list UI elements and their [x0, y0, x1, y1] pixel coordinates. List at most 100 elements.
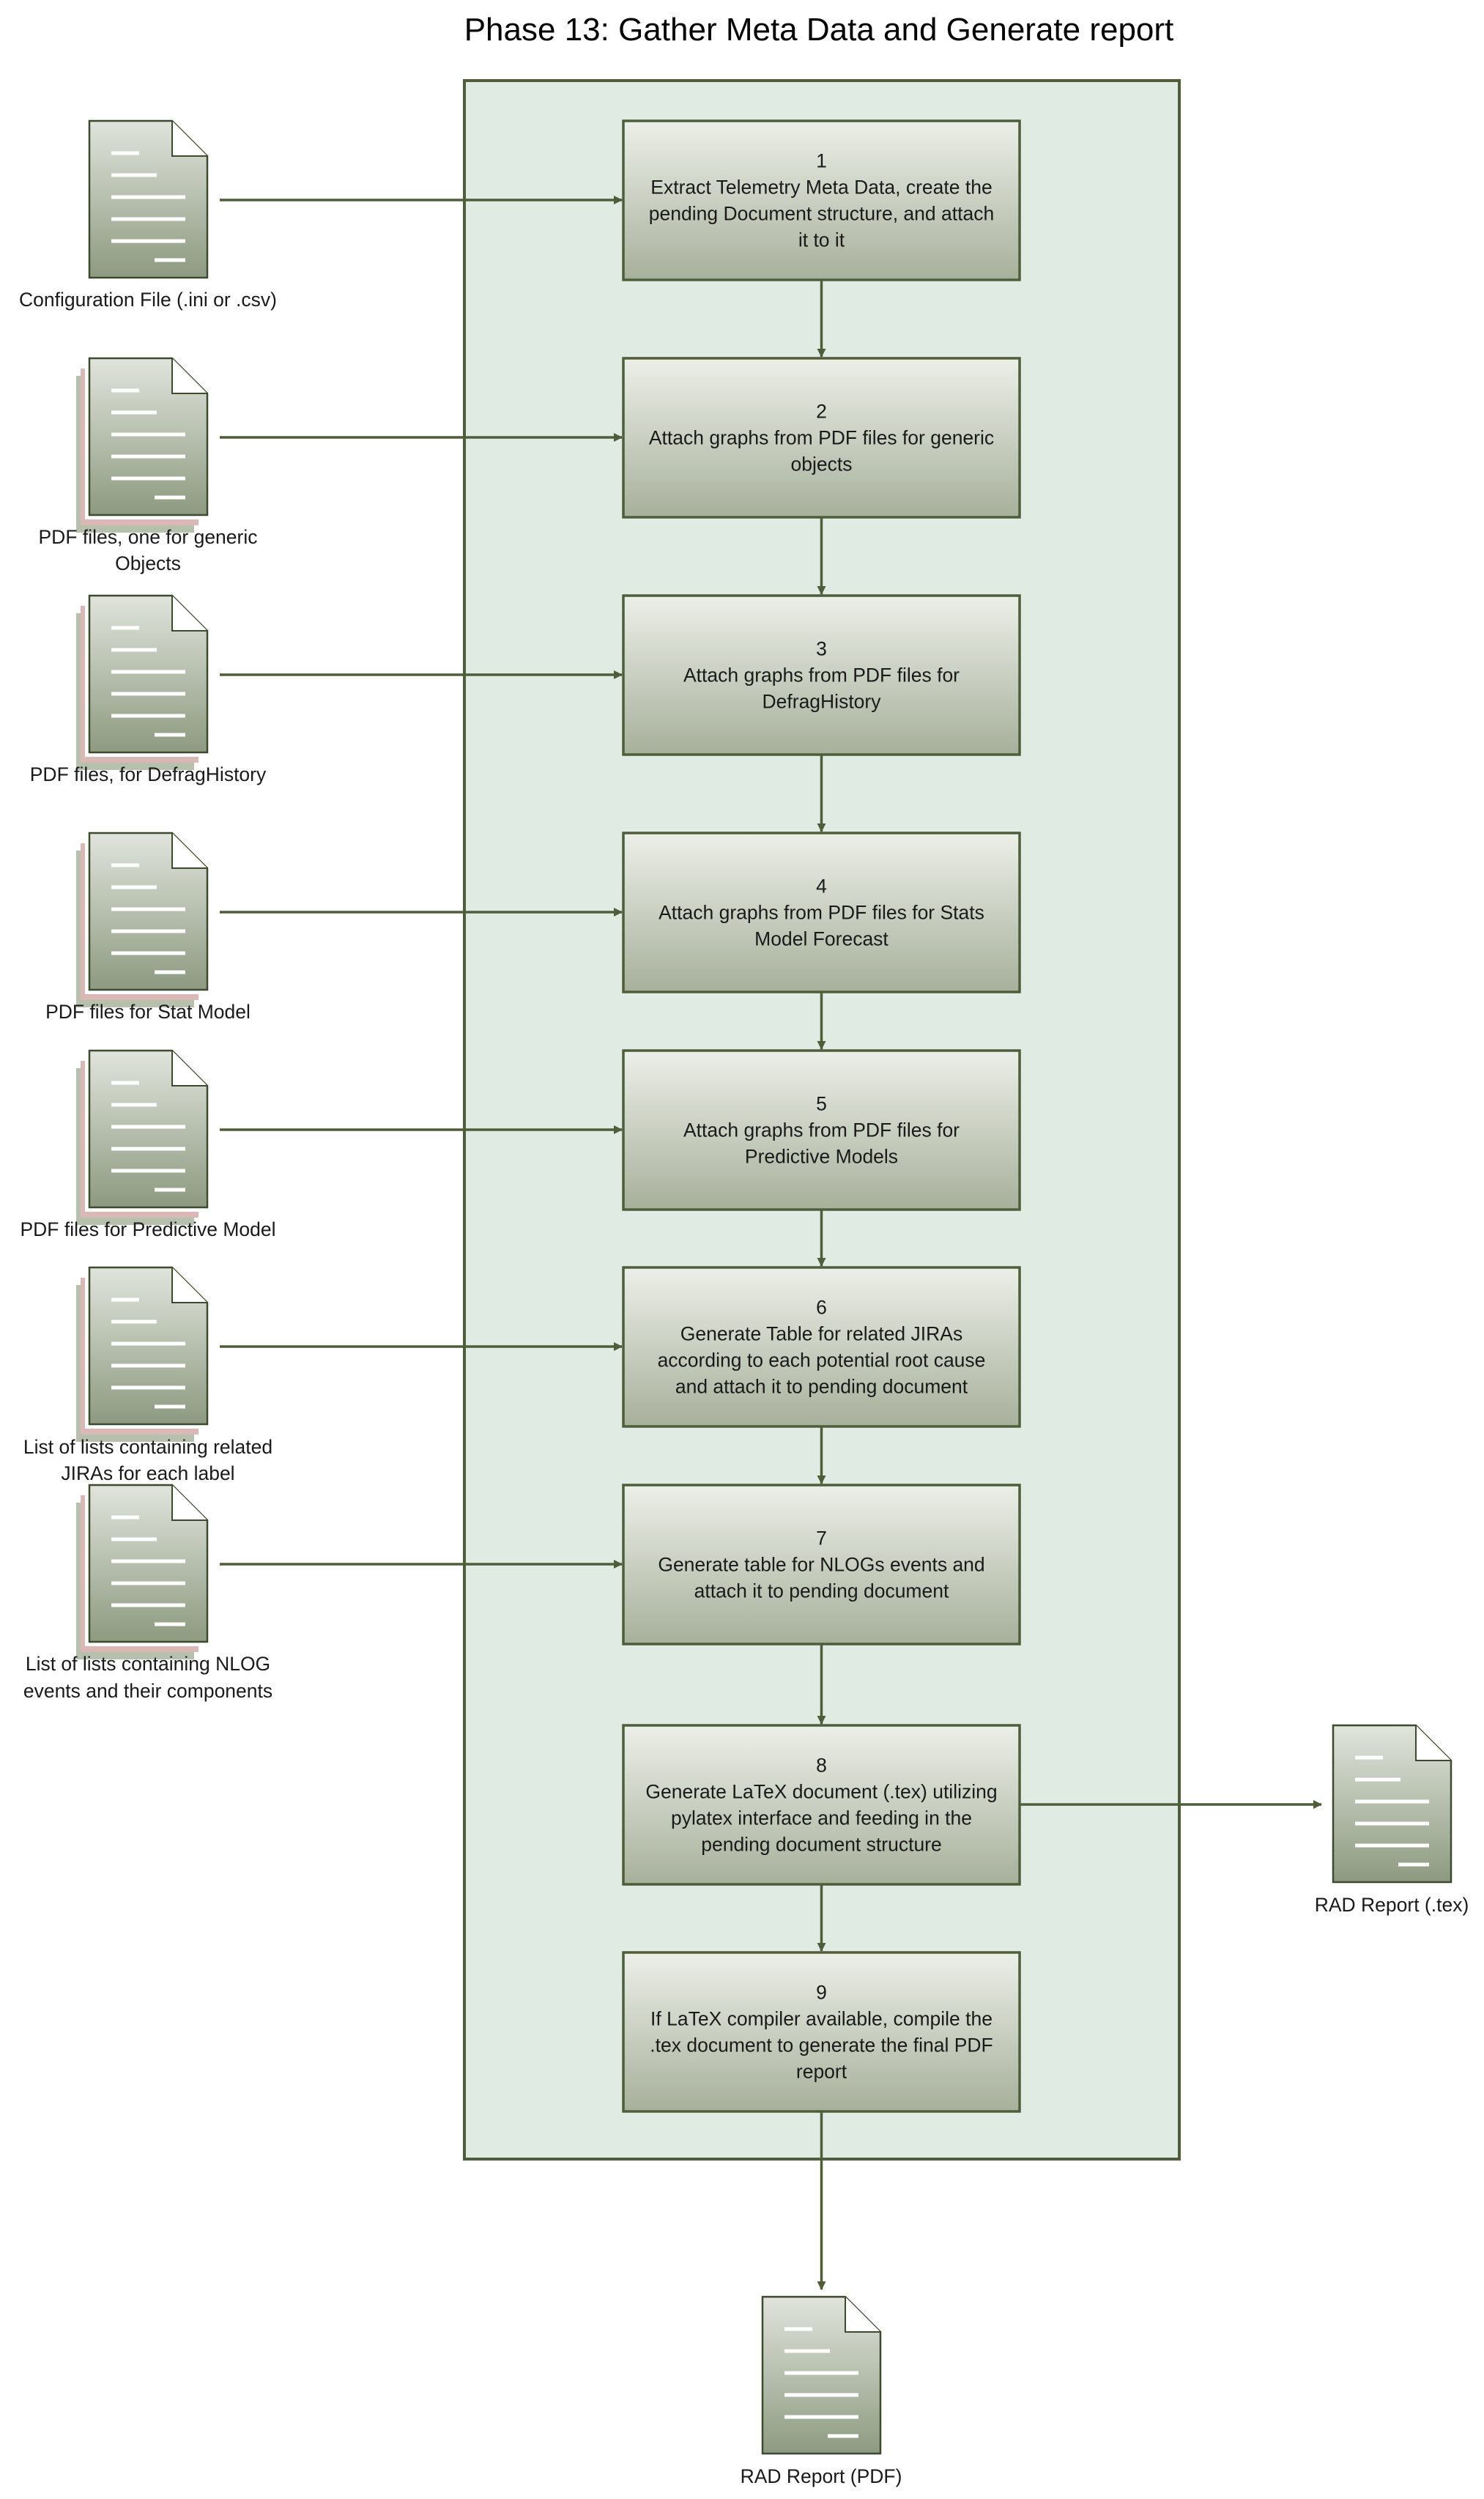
step-number: 9	[816, 1982, 827, 2004]
step-number: 5	[816, 1093, 827, 1115]
output-documents: RAD Report (.tex) RAD Report (PDF)	[741, 1724, 1469, 2487]
input-label: PDF files, for DefragHistory	[30, 763, 267, 785]
document-fold	[171, 358, 207, 394]
step-box	[622, 832, 1021, 993]
step-text-line: pending Document structure, and attach	[649, 203, 994, 225]
step-text-line: If LaTeX compiler available, compile the	[650, 2008, 993, 2030]
step-text-line: DefragHistory	[763, 691, 882, 713]
step-number: 1	[816, 150, 827, 172]
step-number: 2	[816, 401, 827, 423]
step-9: 9 If LaTeX compiler available, compile th…	[622, 1951, 1021, 2113]
step-number: 7	[816, 1528, 827, 1550]
input-label: JIRAs for each label	[61, 1462, 234, 1484]
step-text-line: Generate table for NLOGs events and	[658, 1554, 984, 1576]
document-page	[88, 832, 209, 991]
step-text-line: pylatex interface and feeding in the	[671, 1807, 972, 1829]
output-1: RAD Report (.tex)	[1315, 1724, 1469, 1916]
document-page	[88, 594, 209, 754]
step-number: 4	[816, 875, 827, 897]
document-icon	[761, 2295, 882, 2455]
input-1: Configuration File (.ini or .csv)	[19, 119, 277, 311]
document-icon	[88, 119, 209, 279]
step-text-line: report	[796, 2061, 847, 2083]
step-text-line: .tex document to generate the final PDF	[650, 2035, 993, 2056]
output-2: RAD Report (PDF)	[741, 2295, 902, 2487]
step-number: 6	[816, 1297, 827, 1319]
page-title: Phase 13: Gather Meta Data and Generate …	[464, 12, 1174, 48]
step-text-line: Generate LaTeX document (.tex) utilizing	[645, 1781, 997, 1803]
document-fold	[171, 1485, 207, 1521]
document-page	[1332, 1724, 1453, 1884]
input-documents: Configuration File (.ini or .csv) PDF fil…	[19, 119, 277, 1702]
document-fold	[171, 1051, 207, 1086]
step-number: 3	[816, 638, 827, 660]
input-4: PDF files for Stat Model	[45, 832, 251, 1023]
stacked-document-icon	[76, 1266, 209, 1442]
input-5: PDF files for Predictive Model	[20, 1049, 276, 1240]
input-label: PDF files for Predictive Model	[20, 1218, 275, 1240]
stacked-document-icon	[76, 1049, 209, 1225]
input-label: List of lists containing related	[23, 1436, 272, 1458]
input-label: Configuration File (.ini or .csv)	[19, 289, 277, 311]
step-text-line: Attach graphs from PDF files for	[683, 664, 960, 686]
step-box	[622, 1484, 1021, 1645]
document-page	[88, 1484, 209, 1643]
step-text-line: it to it	[798, 229, 845, 251]
input-label: PDF files, one for generic	[39, 526, 258, 548]
step-text-line: Model Forecast	[754, 928, 888, 950]
input-label: PDF files for Stat Model	[45, 1001, 251, 1023]
step-text-line: objects	[791, 453, 853, 475]
step-text-line: and attach it to pending document	[675, 1376, 968, 1398]
document-page	[88, 119, 209, 279]
output-label: RAD Report (.tex)	[1315, 1894, 1469, 1916]
step-number: 8	[816, 1755, 827, 1777]
stacked-document-icon	[76, 1484, 209, 1659]
document-fold	[845, 2297, 880, 2333]
step-box	[622, 357, 1021, 519]
document-page	[88, 357, 209, 517]
step-text-line: pending document structure	[701, 1834, 942, 1856]
connectors	[220, 196, 1322, 2290]
input-label: Objects	[115, 552, 181, 574]
document-fold	[171, 121, 207, 157]
step-text-line: according to each potential root cause	[658, 1350, 986, 1371]
step-text-line: Attach graphs from PDF files for generic	[649, 427, 994, 449]
step-box	[622, 594, 1021, 756]
document-fold	[171, 833, 207, 869]
document-page	[88, 1266, 209, 1426]
document-fold	[1415, 1725, 1451, 1761]
document-page	[88, 1049, 209, 1209]
step-text-line: attach it to pending document	[694, 1580, 949, 1602]
stacked-document-icon	[76, 832, 209, 1007]
step-text-line: Generate Table for related JIRAs	[680, 1323, 962, 1345]
output-label: RAD Report (PDF)	[741, 2465, 902, 2487]
input-label: events and their components	[23, 1680, 272, 1702]
document-fold	[171, 1267, 207, 1303]
stacked-document-icon	[76, 594, 209, 770]
step-box	[622, 1266, 1021, 1428]
document-fold	[171, 596, 207, 632]
step-text-line: Attach graphs from PDF files for	[683, 1119, 960, 1141]
step-box	[622, 119, 1021, 281]
step-box	[622, 1951, 1021, 2113]
document-icon	[1332, 1724, 1453, 1884]
step-text-line: Predictive Models	[745, 1146, 898, 1168]
step-box	[622, 1049, 1021, 1211]
step-text-line: Extract Telemetry Meta Data, create the	[650, 177, 992, 199]
input-3: PDF files, for DefragHistory	[30, 594, 267, 785]
step-box	[622, 1724, 1021, 1886]
stacked-document-icon	[76, 357, 209, 533]
